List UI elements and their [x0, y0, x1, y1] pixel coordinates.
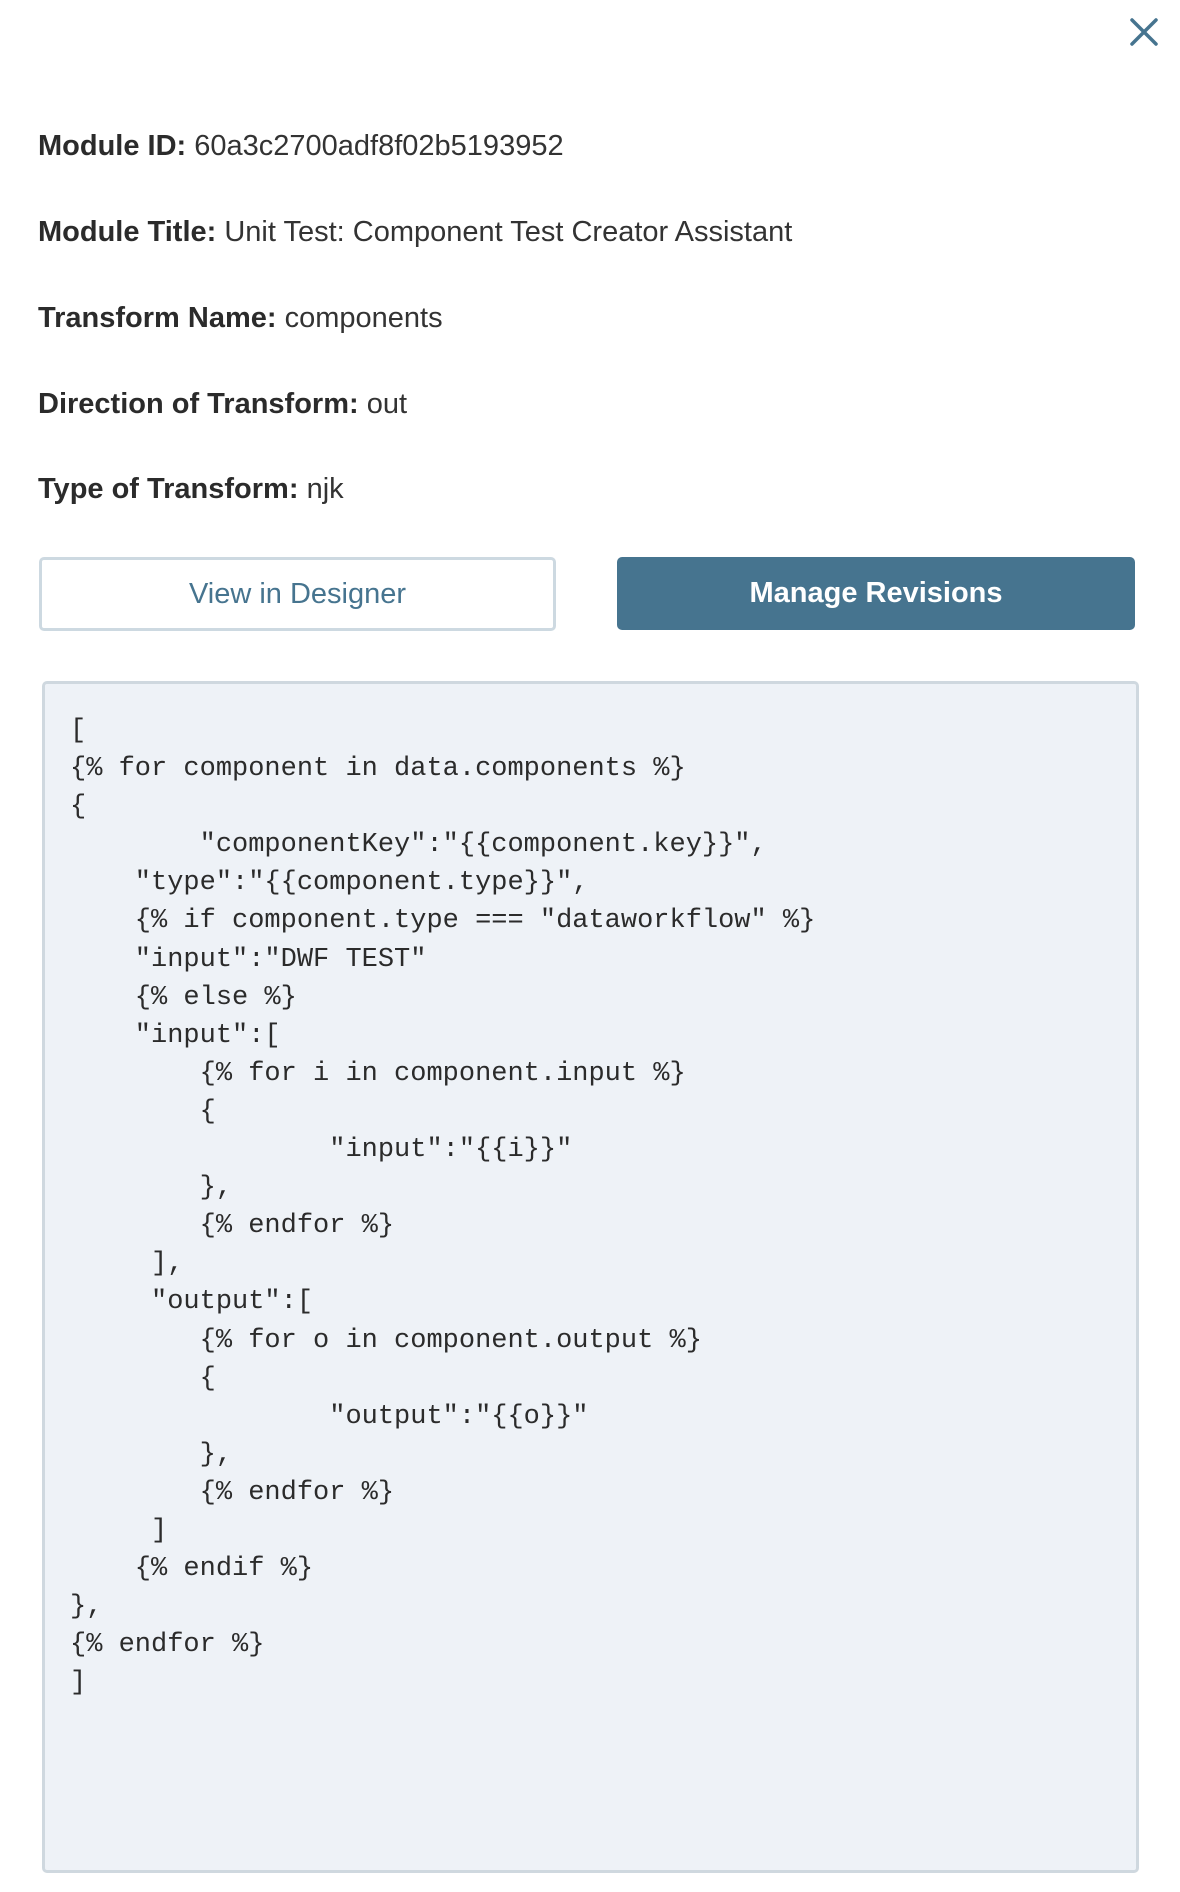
direction-row: Direction of Transform: out	[38, 386, 1138, 422]
manage-revisions-button[interactable]: Manage Revisions	[617, 557, 1135, 630]
module-id-row: Module ID: 60a3c2700adf8f02b5193952	[38, 128, 1138, 164]
direction-label: Direction of Transform:	[38, 388, 359, 420]
code-content[interactable]: [ {% for component in data.components %}…	[70, 716, 816, 1699]
module-title-value: Unit Test: Component Test Creator Assist…	[224, 216, 793, 248]
transform-name-value: components	[284, 302, 443, 334]
type-row: Type of Transform: njk	[38, 471, 1138, 507]
transform-name-row: Transform Name: components	[38, 300, 1138, 336]
type-label: Type of Transform:	[38, 473, 299, 505]
code-editor[interactable]: [ {% for component in data.components %}…	[42, 681, 1139, 1873]
type-value: njk	[306, 473, 344, 505]
module-id-value: 60a3c2700adf8f02b5193952	[194, 130, 564, 162]
transform-name-label: Transform Name:	[38, 302, 277, 334]
close-icon	[1130, 18, 1158, 46]
view-in-designer-button[interactable]: View in Designer	[39, 557, 556, 631]
module-title-label: Module Title:	[38, 216, 217, 248]
module-id-label: Module ID:	[38, 130, 187, 162]
module-title-row: Module Title: Unit Test: Component Test …	[38, 214, 1138, 250]
close-button[interactable]	[1124, 12, 1164, 52]
direction-value: out	[366, 388, 408, 420]
